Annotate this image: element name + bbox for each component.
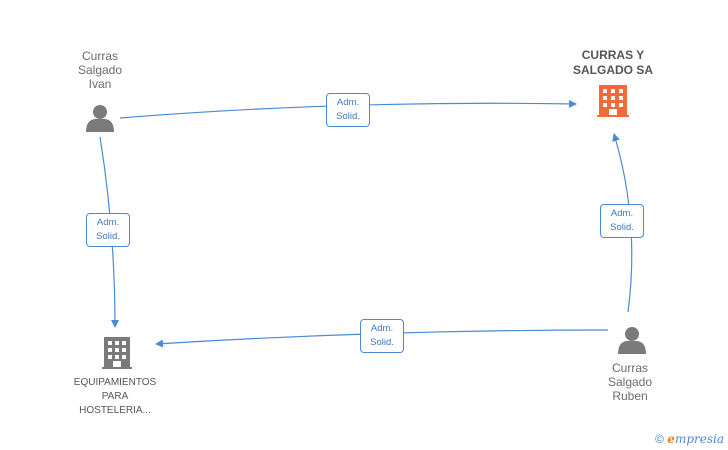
person-icon[interactable] [86, 105, 114, 132]
edge-label-line: Solid. [96, 231, 120, 242]
edge-label-line: Adm. [336, 97, 360, 108]
edge-label-line: Adm. [96, 217, 120, 228]
building-icon[interactable] [102, 337, 132, 369]
company-name-equip[interactable]: EQUIPAMIENTOS PARA HOSTELERIA... [73, 377, 157, 416]
brand-name: mpresia [674, 432, 724, 446]
edge-label-ivan-to-equip: Adm. Solid. [86, 213, 130, 247]
edge-label-ivan-to-main: Adm. Solid. [326, 93, 370, 127]
edge-label-ruben-to-main: Adm. Solid. [600, 204, 644, 238]
copyright-symbol: © [655, 432, 664, 446]
brand-logo-e: e [667, 432, 675, 446]
person-name-ruben[interactable]: Curras Salgado Ruben [607, 361, 653, 403]
empresia-watermark: © empresia [655, 432, 724, 446]
edge-label-line: Adm. [610, 208, 634, 219]
edge-label-line: Adm. [370, 323, 394, 334]
building-icon[interactable] [597, 85, 629, 117]
edge-label-ruben-to-equip: Adm. Solid. [360, 319, 404, 353]
edge-label-line: Solid. [370, 337, 394, 348]
company-name-main[interactable]: CURRAS Y SALGADO SA [572, 48, 653, 77]
edge-label-line: Solid. [610, 222, 634, 233]
edge-label-line: Solid. [336, 111, 360, 122]
person-icon[interactable] [618, 327, 646, 354]
person-name-ivan[interactable]: Curras Salgado Ivan [77, 49, 123, 91]
